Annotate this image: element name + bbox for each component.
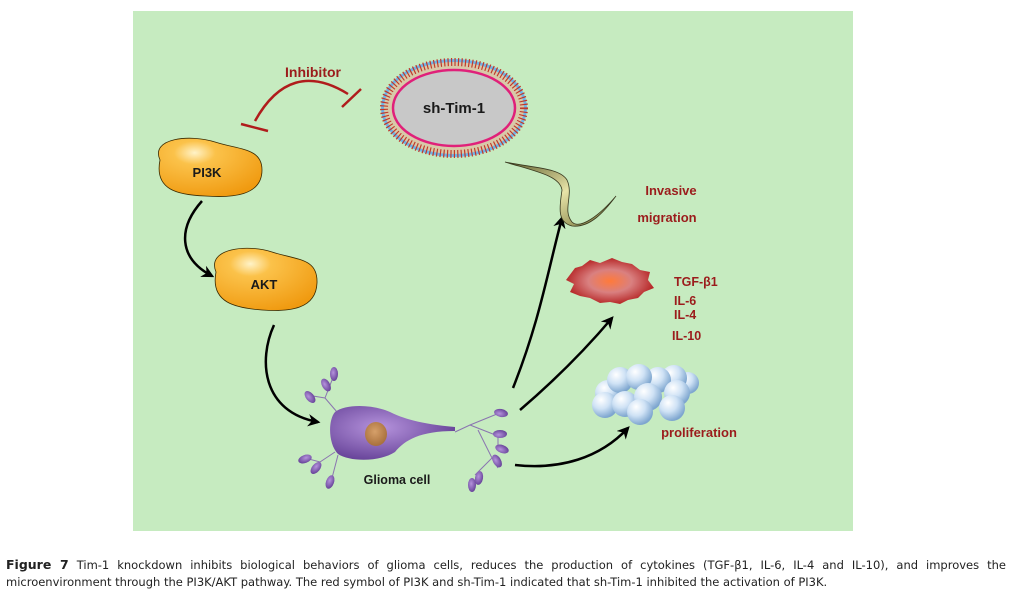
inhibitor-label: Inhibitor	[285, 64, 342, 80]
cytokine-il-4: IL-4	[674, 308, 696, 322]
arrow-to-invasive	[511, 215, 566, 389]
invasive-label-line1: Invasive	[645, 183, 696, 198]
akt-protein	[214, 247, 318, 311]
invasive-label-line2: migration	[637, 210, 696, 225]
cytokine-tgf-b1: TGF-β1	[674, 275, 718, 289]
proliferation-cluster-icon	[592, 364, 699, 425]
arrow-to-cytokines	[519, 316, 614, 411]
arrow-akt-to-glioma	[264, 324, 321, 427]
sh-tim1-liposome	[380, 58, 528, 158]
migration-worm-icon	[504, 161, 617, 227]
sh-tim1-label: sh-Tim-1	[423, 100, 485, 117]
glioma-cell	[298, 367, 509, 492]
proliferation-label: proliferation	[661, 425, 737, 440]
caption-label: Figure 7	[6, 557, 69, 572]
cytokine-il-6: IL-6	[674, 294, 696, 308]
caption-text: Tim-1 knockdown inhibits biological beha…	[6, 558, 1006, 589]
arrow-pi3k-to-akt	[183, 200, 215, 278]
arrow-to-proliferation	[514, 426, 630, 468]
cytokine-cell-icon	[566, 258, 654, 304]
inhibitor-arc	[253, 79, 349, 122]
glioma-cell-label: Glioma cell	[364, 473, 431, 487]
inhibitor-bar-shtim1	[341, 88, 362, 108]
nucleus	[365, 422, 387, 446]
figure-caption: Figure 7 Tim-1 knockdown inhibits biolog…	[6, 556, 1006, 591]
akt-label: AKT	[251, 277, 278, 292]
inhibitor-bar-pi3k	[240, 122, 269, 133]
cytokine-il-10: IL-10	[672, 329, 701, 343]
pi3k-protein	[158, 137, 263, 197]
pi3k-label: PI3K	[193, 165, 223, 180]
inhibitor-symbol	[240, 79, 362, 133]
